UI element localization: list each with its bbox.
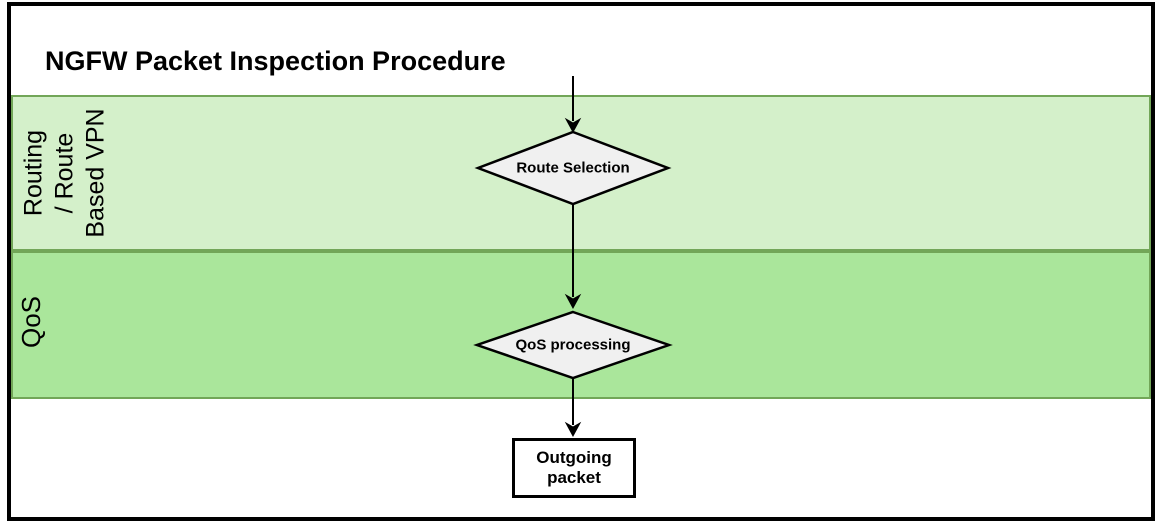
lane-routing-route-based-vpn [11, 95, 1151, 251]
node-outgoing-packet-label: Outgoing packet [536, 448, 612, 487]
decision-route-selection-label: Route Selection [516, 159, 630, 177]
node-outgoing-packet: Outgoing packet [512, 438, 636, 498]
diagram-title: NGFW Packet Inspection Procedure [45, 46, 506, 76]
arrow-route-selection-to-qos-processing [564, 204, 582, 310]
decision-qos-processing-label: QoS processing [515, 336, 631, 354]
arrow-qos-processing-to-outgoing-packet [564, 378, 582, 438]
arrow-to-route-selection [564, 76, 582, 134]
